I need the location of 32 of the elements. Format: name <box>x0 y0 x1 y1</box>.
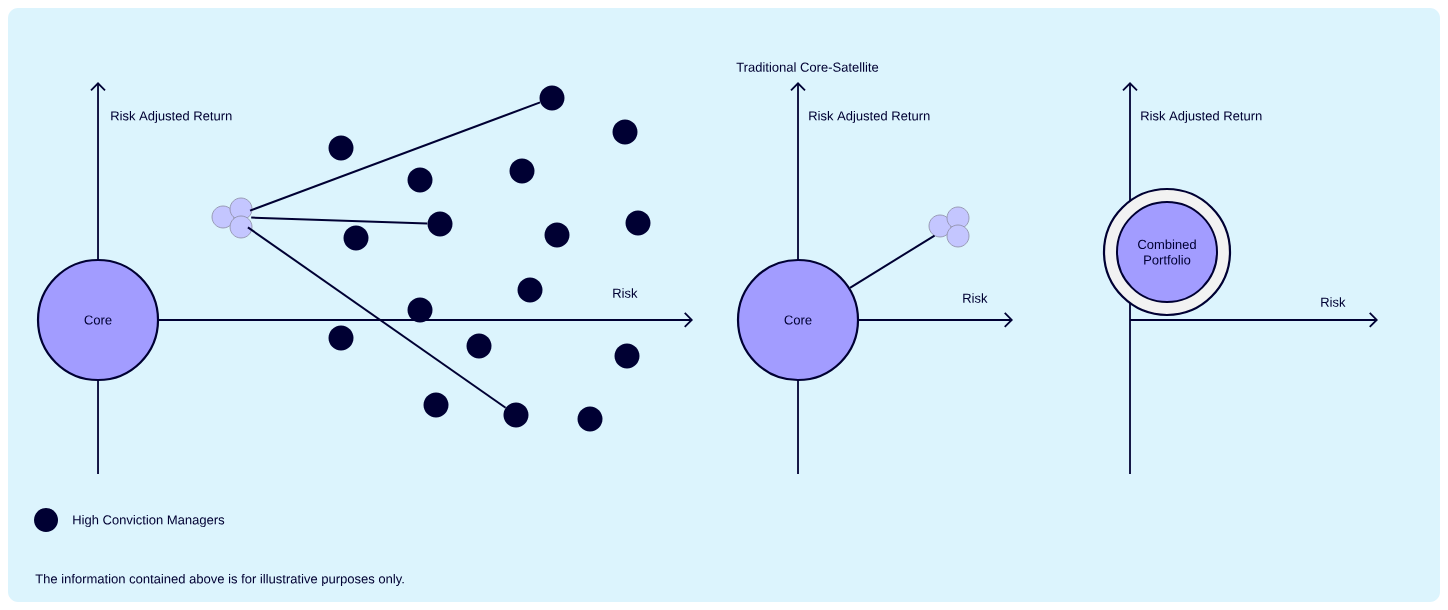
axis-label: Risk <box>1321 297 1346 307</box>
source-note: The information contained above is for illustrative purposes only. <box>35 573 404 587</box>
connector-line <box>250 216 429 225</box>
dot <box>517 277 543 303</box>
axis-label: Traditional Core-Satellite <box>736 62 879 72</box>
dot <box>614 343 640 369</box>
axis-label: Risk <box>963 293 988 303</box>
dot <box>509 158 535 184</box>
dot <box>407 167 433 193</box>
axis-label: Risk Adjusted Return <box>111 110 232 124</box>
connector-line <box>848 234 936 289</box>
dot <box>503 402 529 428</box>
axis-label: Risk <box>613 288 638 298</box>
dot <box>343 225 369 251</box>
dot <box>539 85 565 111</box>
cluster-drawing <box>211 197 253 239</box>
dot <box>466 333 492 359</box>
dot <box>328 325 354 351</box>
connector-line <box>246 226 507 409</box>
dot <box>544 222 570 248</box>
dot <box>407 297 433 323</box>
dot <box>423 392 449 418</box>
dot <box>612 119 638 145</box>
connector-line <box>249 101 542 212</box>
dot <box>577 406 603 432</box>
dot <box>427 211 453 237</box>
dot <box>328 135 354 161</box>
axis-label: Risk Adjusted Return <box>1141 110 1262 124</box>
legend-text: High Conviction Managers <box>73 514 225 528</box>
axis-label: Risk Adjusted Return <box>809 110 930 124</box>
dot <box>625 210 651 236</box>
cluster-drawing <box>928 206 970 248</box>
